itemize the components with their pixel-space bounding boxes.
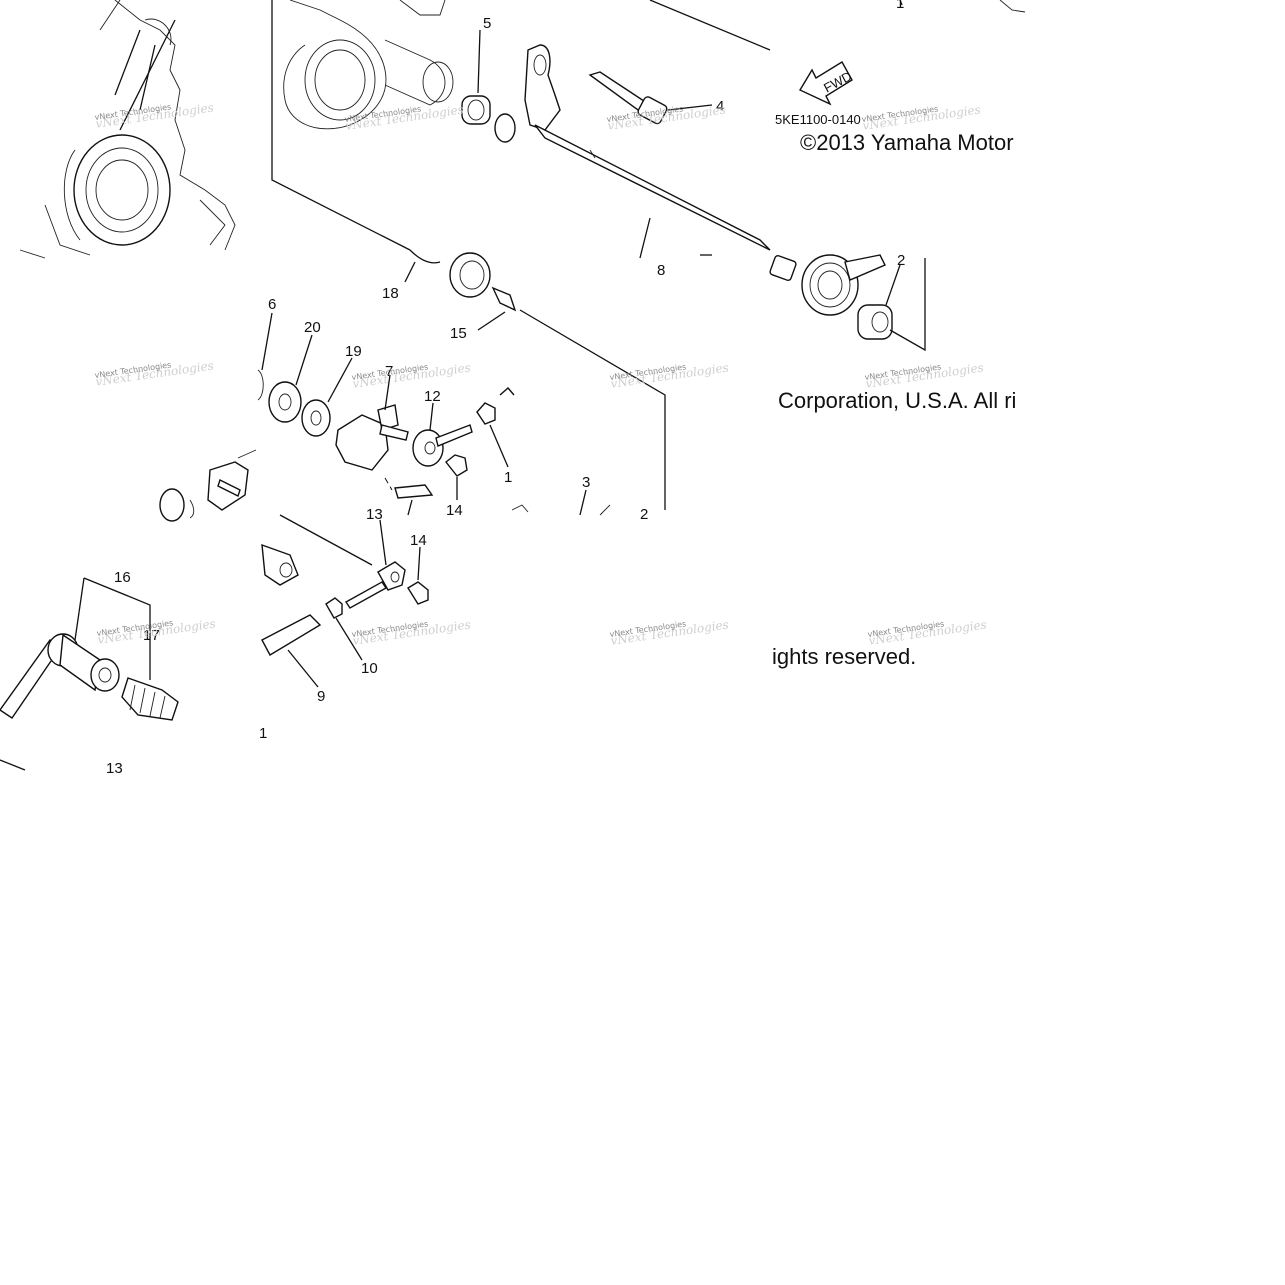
callout-label: 7: [385, 363, 393, 380]
callout-label: 10: [361, 660, 378, 677]
callout-label: 1: [259, 725, 267, 742]
callout-label: 3: [582, 474, 590, 491]
copyright-line-1: ©2013 Yamaha Motor: [800, 130, 1014, 155]
callout-label: 8: [657, 262, 665, 279]
callout-label: 2: [897, 252, 905, 269]
copyright-line-3: ights reserved.: [772, 644, 916, 669]
callout-label: 12: [424, 388, 441, 405]
diagram-code: 5KE1100-0140: [775, 112, 861, 127]
callout-label: 18: [382, 285, 399, 302]
callout-label: 5: [483, 15, 491, 32]
callout-label: 1: [896, 0, 904, 12]
linkage-tile: [257, 312, 611, 516]
shaft-assembly-tile: [271, 0, 797, 510]
shift-lever-tile: [0, 577, 179, 771]
fwd-arrow-icon: [799, 61, 853, 106]
engine-case-tile: [19, 0, 236, 259]
callout-label: 13: [106, 760, 123, 777]
callout-label: 2: [640, 506, 648, 523]
callout-label: 4: [716, 98, 724, 115]
callout-label: 13: [366, 506, 383, 523]
callout-label: 14: [410, 532, 427, 549]
callout-label: 1: [504, 469, 512, 486]
callout-label: 15: [450, 325, 467, 342]
copyright-line-2: Corporation, U.S.A. All ri: [778, 388, 1016, 413]
left-linkage-tile: [159, 449, 257, 522]
fwd-copyright-tile: FWD 5KE1100-0140 ©2013 Yamaha Motor: [775, 0, 1026, 155]
callout-label: 14: [446, 502, 463, 519]
callout-labels: 1 5 4 8 2 18 15 6 20 19 7 12 1 3 2 14 13…: [106, 0, 905, 777]
callout-label: 16: [114, 569, 131, 586]
spring-collar-tile: [801, 254, 926, 352]
callout-label: 19: [345, 343, 362, 360]
callout-label: 9: [317, 688, 325, 705]
rod-linkage-tile: [261, 514, 429, 688]
callout-label: 17: [143, 627, 160, 644]
callout-label: 20: [304, 319, 321, 336]
callout-label: 6: [268, 296, 276, 313]
